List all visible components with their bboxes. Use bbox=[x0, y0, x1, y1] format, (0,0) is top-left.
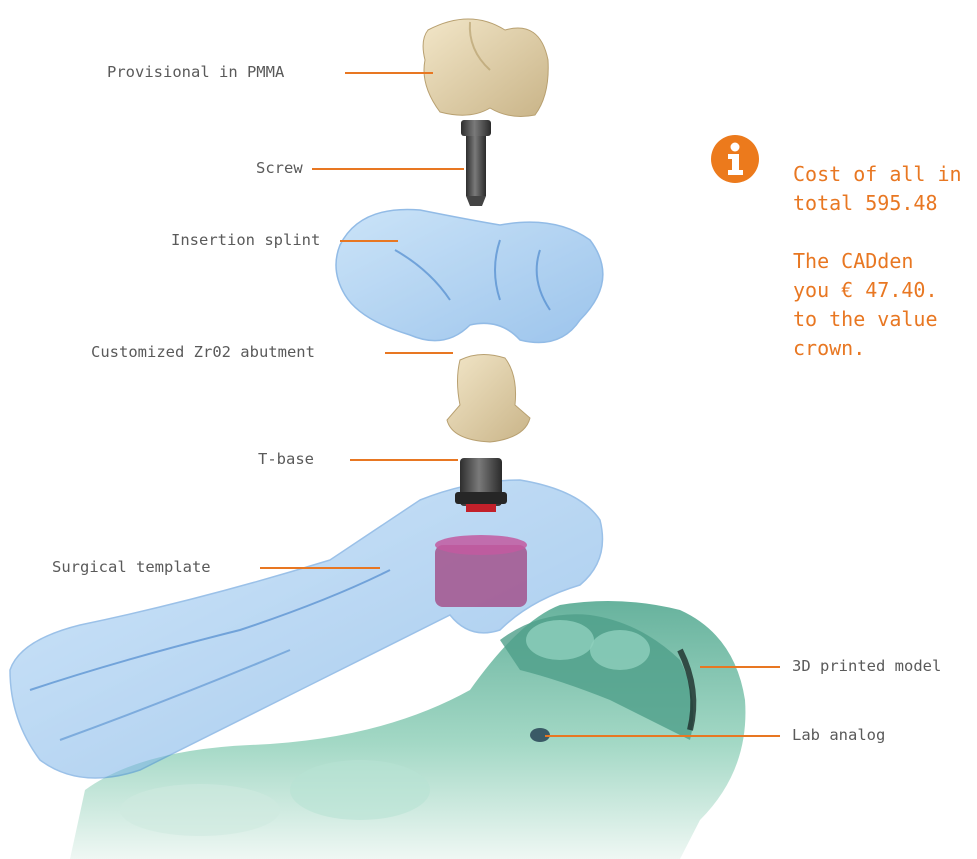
leader-insertion-splint bbox=[340, 240, 398, 242]
screw-shape bbox=[461, 120, 491, 206]
info-line-2: total 595.48 bbox=[793, 189, 977, 218]
label-provisional: Provisional in PMMA bbox=[107, 62, 284, 82]
info-icon bbox=[711, 135, 759, 183]
info-line-5: to the value bbox=[793, 305, 977, 334]
leader-abutment bbox=[385, 352, 453, 354]
t-base-shape bbox=[455, 458, 507, 512]
info-line-6: crown. bbox=[793, 334, 977, 363]
leader-printed-model bbox=[700, 666, 780, 668]
insertion-splint-shape bbox=[336, 209, 603, 342]
label-screw: Screw bbox=[256, 158, 303, 178]
label-surgical-template: Surgical template bbox=[52, 557, 211, 577]
info-line-3: The CADden bbox=[793, 247, 977, 276]
info-line-4: you € 47.40. bbox=[793, 276, 977, 305]
info-text: Cost of all in total 595.48 The CADden y… bbox=[793, 160, 977, 363]
label-printed-model: 3D printed model bbox=[792, 656, 941, 676]
label-lab-analog: Lab analog bbox=[792, 725, 885, 745]
label-insertion-splint: Insertion splint bbox=[171, 230, 320, 250]
abutment-shape bbox=[447, 354, 530, 442]
provisional-crown-shape bbox=[423, 19, 548, 116]
leader-screw bbox=[312, 168, 464, 170]
label-abutment: Customized Zr02 abutment bbox=[91, 342, 315, 362]
info-line-1: Cost of all in bbox=[793, 160, 977, 189]
leader-surgical-template bbox=[260, 567, 380, 569]
label-t-base: T-base bbox=[258, 449, 314, 469]
leader-t-base bbox=[350, 459, 458, 461]
leader-lab-analog bbox=[545, 735, 780, 737]
leader-provisional bbox=[345, 72, 433, 74]
